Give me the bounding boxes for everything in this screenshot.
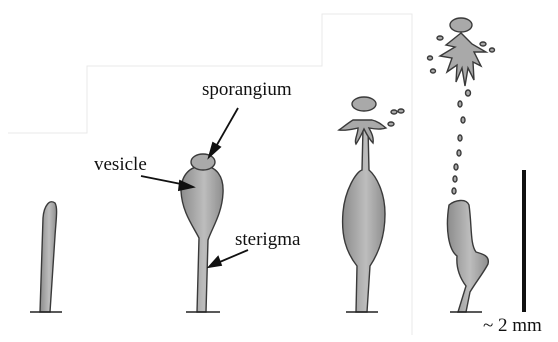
label-vesicle: vesicle — [94, 155, 147, 174]
spore-burst — [440, 33, 486, 86]
stage-1-stalk — [30, 202, 62, 312]
stage-2-sporangiophore — [181, 154, 223, 312]
label-sporangium: sporangium — [202, 80, 292, 99]
label-scale: ~ 2 mm — [483, 316, 542, 335]
stage-4-discharge — [428, 18, 495, 312]
arrow-sporangium — [214, 108, 238, 150]
collapsed-stalk — [447, 200, 488, 312]
sporangium-cap — [191, 154, 215, 170]
label-arrows — [141, 108, 248, 267]
stage-3-sporangiophore — [339, 97, 404, 312]
label-sterigma: sterigma — [235, 230, 300, 249]
ejected-sporangium — [450, 18, 472, 32]
